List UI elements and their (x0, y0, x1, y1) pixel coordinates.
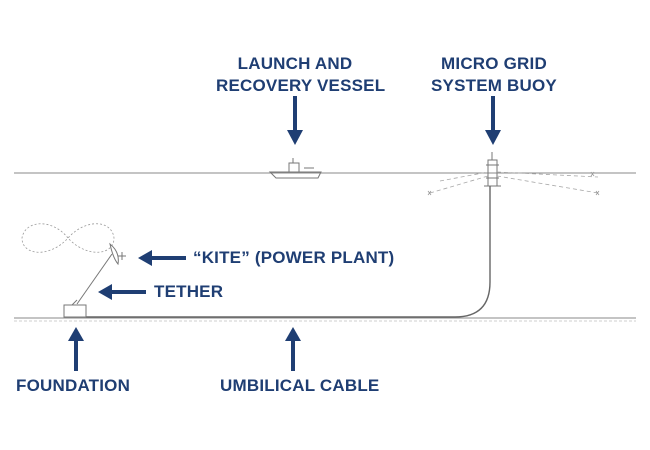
umbilical-label: UMBILICAL CABLE (220, 376, 380, 395)
buoy-label-line-1: MICRO GRID (441, 54, 547, 73)
buoy-icon (484, 152, 501, 187)
foundation-arrow (68, 327, 84, 371)
umbilical-cable (86, 186, 491, 318)
tether-line (76, 253, 113, 305)
buoy-arrow (485, 96, 501, 145)
boat-icon (268, 158, 322, 179)
launch-vessel-arrow (287, 96, 303, 145)
tether-arrow (98, 284, 146, 300)
foundation-block-icon (63, 299, 87, 318)
kite-arrow (138, 250, 186, 266)
buoy-mooring-lines (429, 171, 599, 194)
kite-flight-path (21, 223, 115, 253)
kite-label: “KITE” (POWER PLANT) (193, 248, 395, 267)
launch-vessel-label: LAUNCH AND RECOVERY VESSEL (216, 53, 386, 97)
foundation-label: FOUNDATION (16, 376, 131, 395)
buoy-label-line-2: SYSTEM BUOY (431, 76, 557, 95)
launch-vessel-label-line-2: RECOVERY VESSEL (216, 76, 386, 95)
kite-icon (109, 242, 126, 266)
buoy-label: MICRO GRID SYSTEM BUOY (430, 53, 558, 97)
umbilical-arrow (285, 327, 301, 371)
launch-vessel-label-line-1: LAUNCH AND (237, 54, 353, 73)
tether-label: TETHER (154, 282, 224, 301)
mooring-anchor-marks (427, 171, 600, 196)
